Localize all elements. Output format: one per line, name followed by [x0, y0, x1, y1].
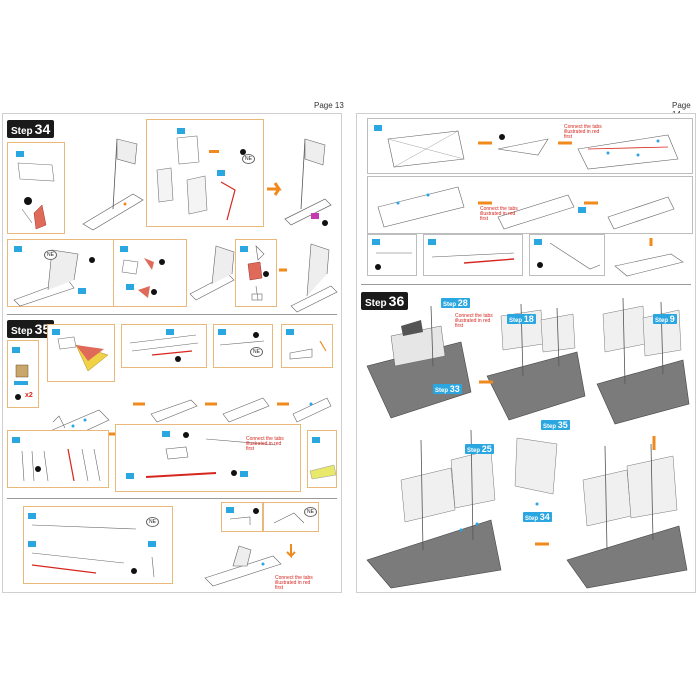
subassembly-illustration: [120, 246, 165, 298]
parts-panel: [307, 430, 337, 488]
subassembly-panel: Connect the tabs illustrated in red firs…: [367, 176, 693, 234]
subassembly-panel: NE: [146, 119, 264, 227]
arrow-icon: [479, 380, 493, 384]
parts-panel: NE: [7, 239, 123, 307]
step-reference-tag: Step 34: [523, 512, 552, 522]
part-illustration: [226, 507, 259, 525]
step-reference-tag: Step 18: [507, 314, 536, 324]
sail-illustration: [514, 437, 558, 506]
part-illustration: [428, 239, 515, 264]
parts-panel: [529, 234, 605, 276]
connect-note: Connect the tabs illustrated in red firs…: [480, 206, 518, 222]
connect-note: Connect the tabs illustrated in red firs…: [564, 124, 602, 140]
ne-mark: NE: [242, 154, 255, 164]
assembly-sequence-illustration: [133, 397, 332, 423]
part-illustration: [52, 329, 109, 372]
ne-mark: NE: [250, 347, 263, 357]
subassembly-illustration: [126, 431, 277, 479]
parts-panel: x2: [7, 340, 39, 408]
parts-panel: NE: [213, 324, 273, 368]
subassembly-panel: [113, 239, 187, 307]
ship-assembled-illustration: [366, 429, 502, 589]
subassembly-illustration: [374, 125, 679, 170]
arrow-icon: [535, 542, 549, 546]
assembly-illustration: [82, 138, 144, 231]
step-reference-tag: Step 25: [465, 444, 494, 454]
step-reference-tag: Step 35: [541, 420, 570, 430]
assembly-illustration: [204, 544, 296, 587]
arrow-icon: [652, 436, 656, 450]
connect-note: Connect the tabs illustrated in red firs…: [246, 436, 284, 452]
connect-note: Connect the tabs illustrated in red firs…: [455, 313, 493, 329]
subassembly-illustration: [156, 128, 246, 221]
assembly-illustration: [189, 245, 235, 301]
parts-panel: [423, 234, 523, 276]
ship-with-masts-illustration: [486, 303, 586, 421]
parts-panel: [7, 430, 109, 488]
subassembly-panel: Connect the tabs illustrated in red firs…: [367, 118, 693, 174]
ship-hull-illustration: [366, 305, 472, 419]
part-illustration: [13, 246, 95, 307]
assembly-result-illustration: [279, 243, 338, 313]
part-illustration: [309, 437, 337, 480]
step-reference-tag: Step 9: [653, 314, 677, 324]
part-illustration: [28, 513, 156, 578]
part-illustration: [12, 347, 29, 400]
part-illustration: [218, 329, 265, 346]
part-illustration: [372, 239, 412, 270]
subassembly-illustration: [377, 186, 675, 230]
subassembly-illustration: [129, 329, 199, 362]
page-number-left: Page 13: [314, 101, 344, 110]
assembly-result-illustration: [267, 138, 332, 226]
section-divider: [361, 284, 691, 285]
ship-completed-illustration: [566, 443, 688, 589]
parts-panel: NE: [263, 502, 319, 532]
part-illustration: [16, 151, 55, 230]
ship-full-sails-illustration: [596, 297, 690, 425]
ne-mark: NE: [146, 517, 159, 527]
parts-panel: NE: [23, 506, 173, 584]
subassembly-panel: [121, 324, 207, 368]
part-illustration: [273, 512, 305, 524]
step-reference-tag: Step 28: [441, 298, 470, 308]
subassembly-panel: Connect the tabs illustrated in red firs…: [115, 424, 301, 492]
ne-mark: NE: [44, 250, 57, 260]
assembly-result-illustration: [614, 238, 684, 277]
connect-note: Connect the tabs illustrated in red firs…: [275, 575, 313, 591]
parts-panel: [47, 324, 115, 382]
parts-panel: [7, 142, 65, 234]
parts-panel: [367, 234, 417, 276]
ne-mark: NE: [304, 507, 317, 517]
instruction-page-right: Connect the tabs illustrated in red firs…: [356, 113, 696, 593]
parts-panel: [235, 239, 277, 307]
part-illustration: [240, 245, 269, 301]
parts-panel: [221, 502, 263, 532]
section-divider: [7, 314, 337, 315]
parts-panel: [281, 324, 333, 368]
part-illustration: [534, 239, 601, 270]
part-illustration: [286, 329, 327, 360]
multiplier: x2: [25, 392, 33, 399]
part-illustration: [12, 437, 101, 482]
section-divider: [7, 498, 337, 499]
step-reference-tag: Step 33: [433, 384, 462, 394]
